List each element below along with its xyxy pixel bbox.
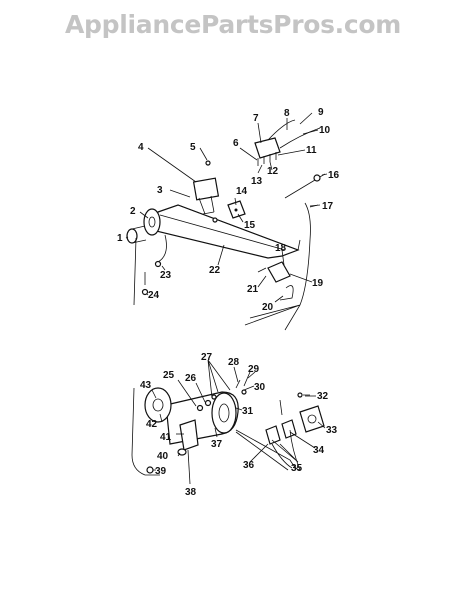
callout-40: 40 (157, 451, 169, 462)
callout-25: 25 (163, 370, 175, 381)
callout-23: 23 (160, 270, 172, 281)
callout-18: 18 (275, 243, 287, 254)
leader-lines-upper (125, 112, 328, 303)
callout-27: 27 (201, 352, 213, 363)
motor-plate-part (299, 405, 325, 433)
callout-16: 16 (328, 170, 340, 181)
callout-21: 21 (247, 284, 259, 295)
callout-8: 8 (284, 108, 290, 119)
callout-34: 34 (313, 445, 325, 456)
callout-4: 4 (138, 142, 144, 153)
callout-39: 39 (155, 466, 167, 477)
callout-7: 7 (253, 113, 259, 124)
callout-32: 32 (317, 391, 329, 402)
bracket-part (267, 261, 291, 283)
callout-22: 22 (209, 265, 221, 276)
callout-11: 11 (306, 145, 317, 156)
callout-24: 24 (148, 290, 160, 301)
connector-part (265, 425, 281, 445)
callout-13: 13 (251, 176, 263, 187)
callout-20: 20 (262, 302, 274, 313)
callout-31: 31 (242, 406, 254, 417)
callout-3: 3 (157, 185, 163, 196)
callout-30: 30 (254, 382, 266, 393)
callout-9: 9 (318, 107, 324, 118)
callout-42: 42 (146, 419, 158, 430)
callout-6: 6 (233, 138, 239, 149)
callout-10: 10 (319, 125, 331, 136)
control-block-part (192, 177, 220, 201)
upper-assembly (125, 112, 328, 331)
callout-12: 12 (267, 166, 279, 177)
callout-2: 2 (130, 206, 136, 217)
callout-5: 5 (190, 142, 196, 153)
callout-17: 17 (322, 201, 334, 212)
callout-43: 43 (140, 380, 152, 391)
callout-1: 1 (117, 233, 123, 244)
callout-35: 35 (291, 463, 303, 474)
switch-lower-part (281, 419, 297, 439)
wire-harness-lower (131, 387, 301, 476)
knob-part (126, 228, 138, 244)
lower-assembly (131, 359, 326, 485)
callout-38: 38 (185, 487, 197, 498)
callout-15: 15 (244, 220, 256, 231)
end-plate-part (143, 208, 161, 236)
wire-harness (133, 202, 311, 331)
callout-36: 36 (243, 460, 255, 471)
callout-26: 26 (185, 373, 197, 384)
callout-41: 41 (160, 432, 172, 443)
callout-37: 37 (211, 439, 223, 450)
end-cap-part (144, 387, 172, 423)
callout-labels: 1 2 3 4 5 6 7 8 9 10 11 12 13 14 15 16 1… (117, 107, 340, 498)
callout-29: 29 (248, 364, 260, 375)
callout-33: 33 (326, 425, 338, 436)
callout-28: 28 (228, 357, 240, 368)
watermark-logo: AppliancePartsPros.com (64, 10, 402, 39)
mount-bracket-part (179, 419, 199, 451)
callout-19: 19 (312, 278, 324, 289)
callout-14: 14 (236, 186, 248, 197)
leader-lines-lower (151, 359, 326, 485)
